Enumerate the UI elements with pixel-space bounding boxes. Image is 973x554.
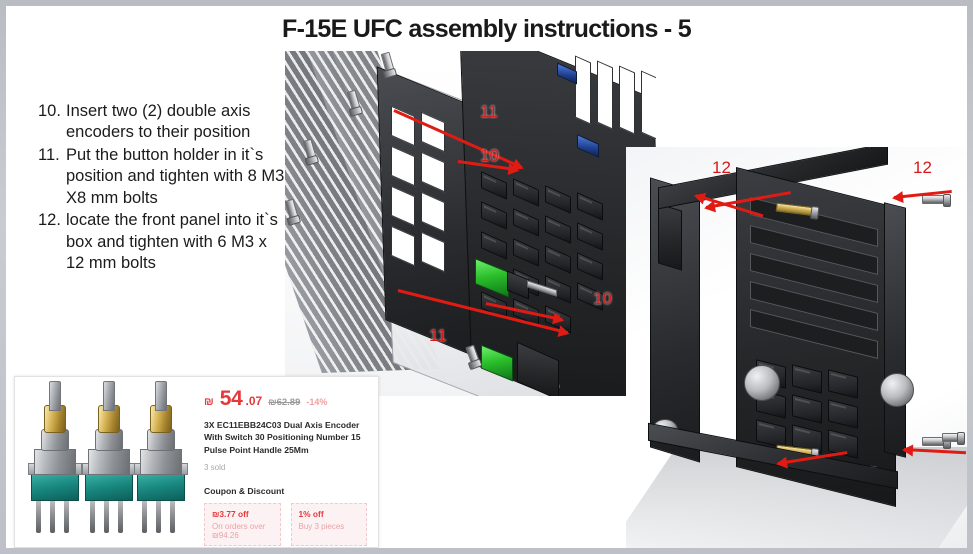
rotary-knob-upper [744,365,780,401]
coupon-title: ₪3.77 off [212,509,249,520]
discount-percent: -14% [306,397,328,407]
coupon-subtitle: On orders over ₪94.26 [212,522,266,541]
body-slot [641,70,656,140]
encoder-pin [36,497,41,533]
enclosure-right-wall [884,202,906,458]
encoder-pin [104,497,109,533]
price-original: ₪62.89 [268,397,301,408]
encoder-housing [140,449,182,475]
encoder-housing [88,449,130,475]
bolt-loose [942,432,965,445]
encoder-inner-shaft [155,381,167,411]
currency-symbol: ₪ [204,396,214,408]
encoder-housing [34,449,76,475]
encoder-inner-shaft [103,381,115,411]
encoder-inner-shaft [49,381,61,411]
instruction-list: 10. Insert two (2) double axis encoders … [38,101,288,276]
instruction-item-11: 11. Put the button holder in it`s positi… [38,145,288,209]
page-title: F-15E UFC assembly instructions - 5 [282,15,692,43]
instruction-text: Put the button holder in it`s position a… [66,145,285,207]
coupon-title: 1% off [298,509,324,520]
callout-label-10-top: 10 [480,146,499,165]
body-slot [597,60,613,130]
price-row: ₪ 54 .07 ₪62.89 -14% [204,387,367,411]
coupon-subtitle: Buy 3 pieces [298,522,345,532]
coupon-section-heading: Coupon & Discount [204,486,285,497]
encoder-photo-2 [82,381,136,533]
product-listing-card[interactable]: ₪ 54 .07 ₪62.89 -14% 3X EC11EBB24C03 Dua… [14,376,379,548]
product-image [15,377,193,547]
encoder-pin [90,497,95,533]
callout-label-12-left: 12 [712,158,731,177]
body-slot [575,55,591,125]
product-title[interactable]: 3X EC11EBB24C03 Dual Axis Encoder With S… [204,420,361,455]
enclosure-left-wall-inner [658,203,682,271]
instruction-number: 10. [38,102,61,120]
encoder-pin [156,497,161,533]
encoder-pin [142,497,147,533]
rotary-knob-right [880,373,914,407]
callout-label-11-top: 11 [480,102,498,121]
callout-label-10-bottom: 10 [593,289,612,308]
body-slot [619,65,635,135]
coupon-row: ₪3.77 off On orders over ₪94.26 1% off B… [204,503,367,547]
slide-canvas: F-15E UFC assembly instructions - 5 [6,6,967,548]
encoder-pin [50,497,55,533]
instruction-text: Insert two (2) double axis encoders to t… [66,102,251,142]
encoder-base [137,471,185,501]
product-details: ₪ 54 .07 ₪62.89 -14% 3X EC11EBB24C03 Dua… [193,377,378,547]
encoder-pin [118,497,123,533]
coupon-item-2[interactable]: 1% off Buy 3 pieces [290,503,367,547]
callout-label-11-bottom: 11 [429,326,447,345]
instruction-text: locate the front panel into it`s box and… [66,211,278,273]
encoder-pin [170,497,175,533]
cad-image-right [626,147,967,548]
bolt-m3x12 [922,194,951,207]
instruction-number: 12. [38,211,61,230]
cad-image-left [285,51,656,396]
instruction-item-12: 12. locate the front panel into it`s box… [38,210,288,274]
sold-count: 3 sold [204,463,226,473]
encoder-base [85,471,133,501]
encoder-photo-1 [28,381,82,533]
callout-label-12-right: 12 [913,158,932,177]
price-decimal: .07 [245,394,263,408]
encoder-photo-3 [134,381,188,533]
coupon-item-1[interactable]: ₪3.77 off On orders over ₪94.26 [204,503,281,547]
price-whole: 54 [219,387,243,410]
encoder-base [31,471,79,501]
encoder-pin [64,497,69,533]
instruction-number: 11. [38,145,60,164]
instruction-item-10: 10. Insert two (2) double axis encoders … [38,101,288,144]
